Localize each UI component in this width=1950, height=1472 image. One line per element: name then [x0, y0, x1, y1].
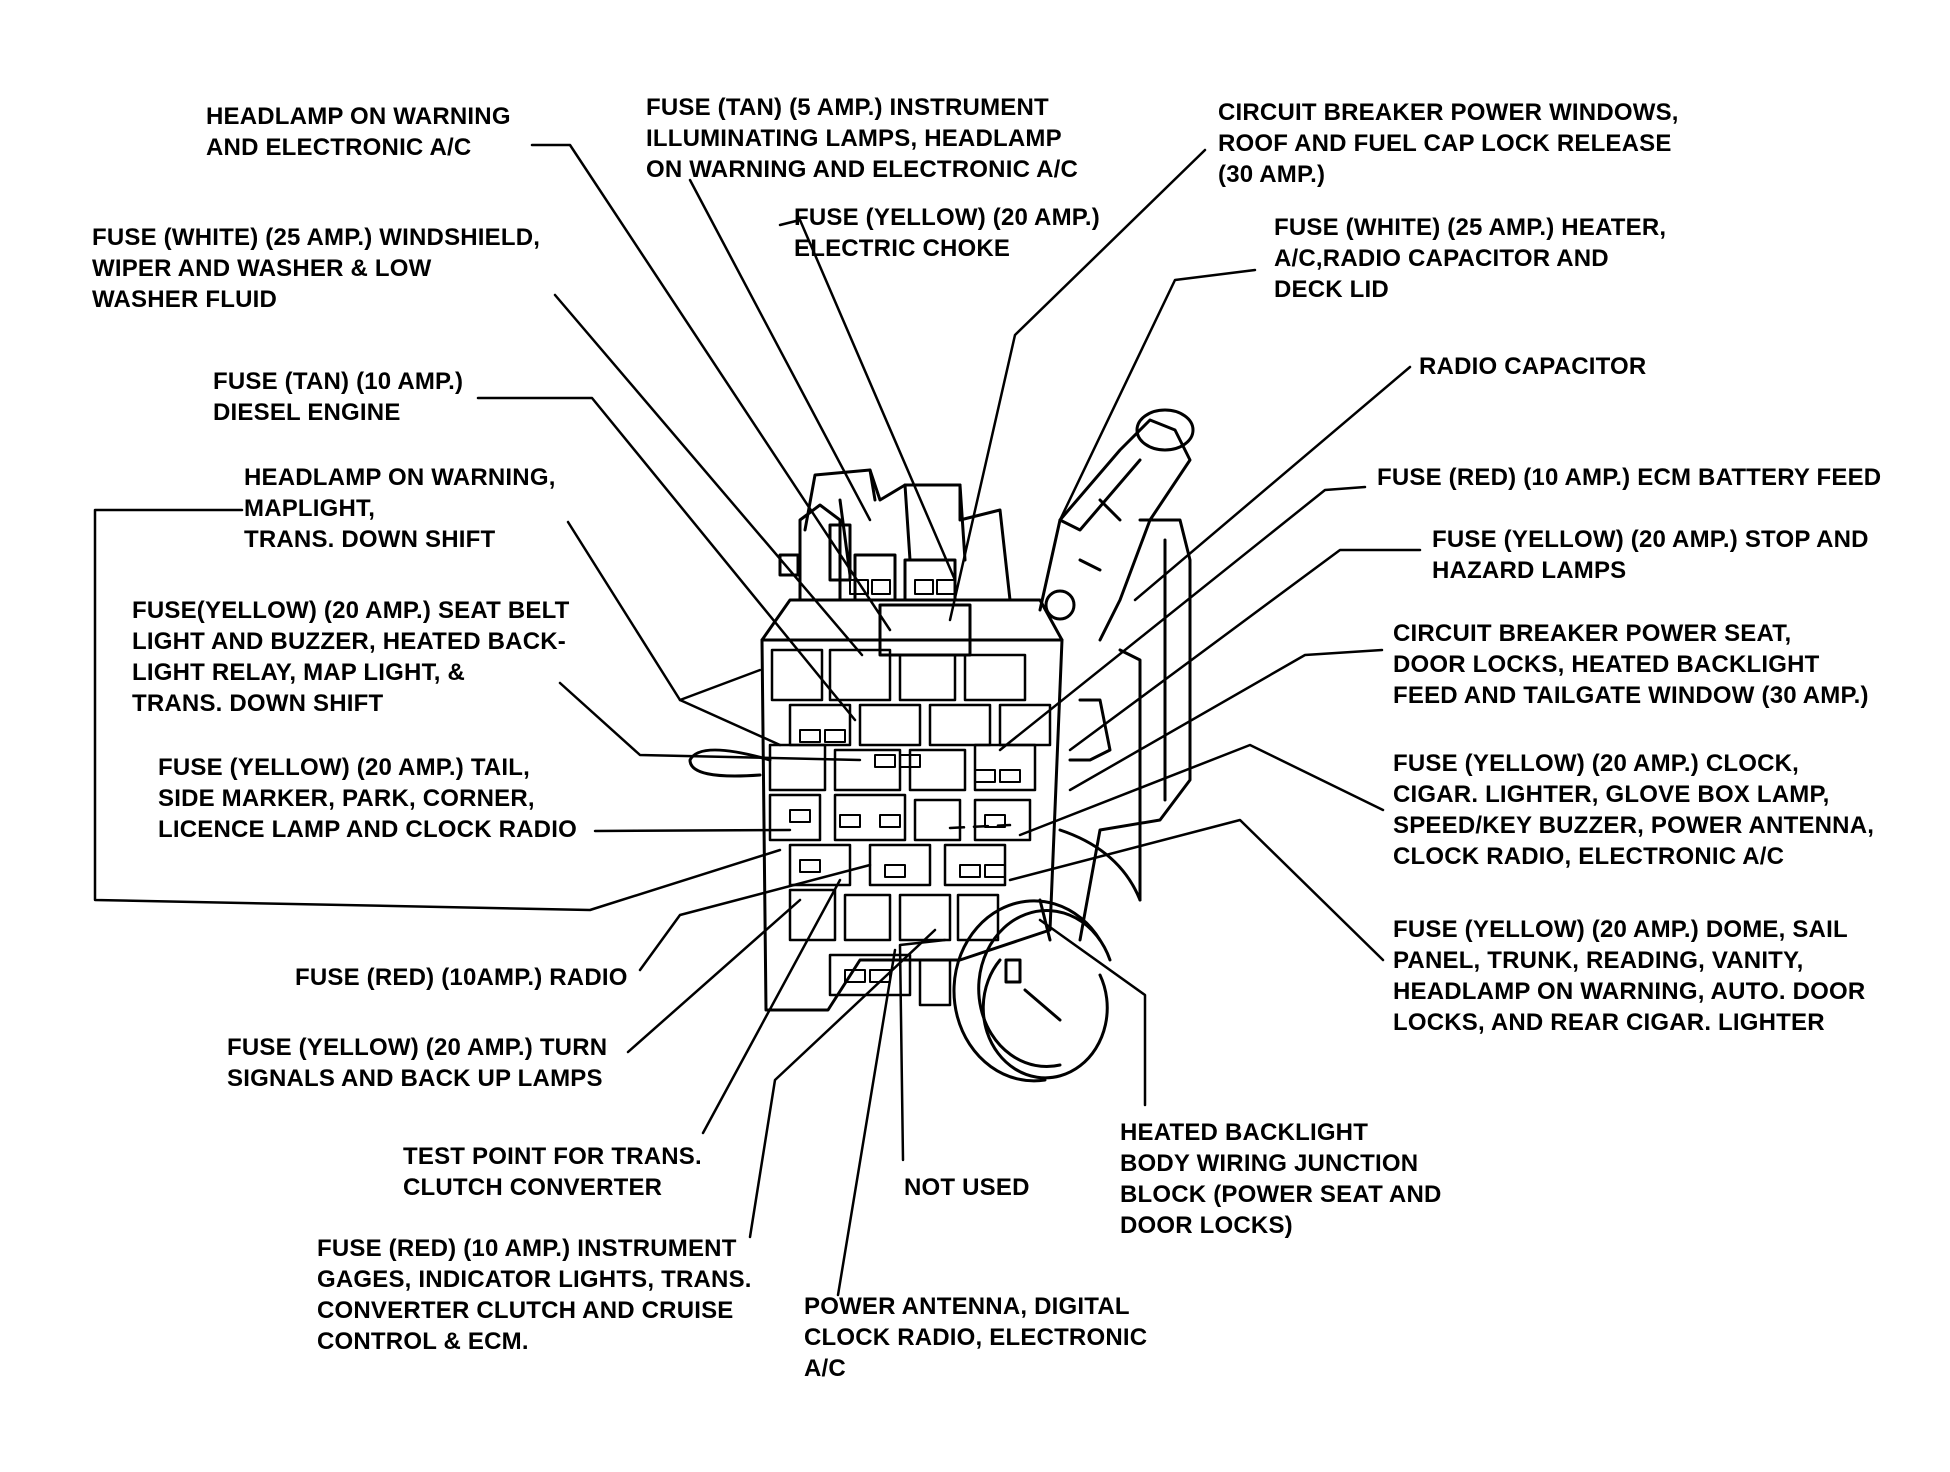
- leader-fuse-red-radio: [638, 863, 872, 972]
- leader-fuse-red-ecm: [998, 485, 1367, 752]
- label-fuse-tan-diesel: FUSE (TAN) (10 AMP.) DIESEL ENGINE: [213, 368, 464, 426]
- label-fuse-yellow-seatbelt: FUSE(YELLOW) (20 AMP.) SEAT BELT LIGHT A…: [132, 597, 570, 717]
- label-headlamp-maplight: HEADLAMP ON WARNING, MAPLIGHT, TRANS. DO…: [244, 464, 556, 553]
- leader-fuse-yellow-clock: [1018, 743, 1385, 837]
- label-power-antenna: POWER ANTENNA, DIGITAL CLOCK RADIO, ELEC…: [804, 1293, 1148, 1382]
- label-fuse-yellow-tail: FUSE (YELLOW) (20 AMP.) TAIL, SIDE MARKE…: [158, 754, 577, 843]
- leader-fuse-red-instrument: [748, 928, 937, 1239]
- leader-radio-capacitor: [1133, 365, 1412, 602]
- leader-lines: [93, 143, 1422, 1297]
- leader-headlamp-warning-ac: [530, 143, 892, 632]
- leader-test-point: [701, 878, 842, 1135]
- leader-cb-power-seat: [1068, 648, 1384, 792]
- label-headlamp-warning-ac: HEADLAMP ON WARNING AND ELECTRONIC A/C: [206, 103, 511, 161]
- leader-headlamp-maplight-left: [93, 508, 782, 912]
- leader-fuse-yellow-tail: [593, 828, 792, 833]
- leader-headlamp-maplight-up: [678, 668, 762, 702]
- leader-heated-backlight: [1038, 918, 1147, 1107]
- fuse-blades: [789, 579, 1021, 983]
- label-fuse-red-radio: FUSE (RED) (10AMP.) RADIO: [295, 964, 628, 991]
- label-fuse-white-wiper: FUSE (WHITE) (25 AMP.) WINDSHIELD, WIPER…: [92, 224, 541, 313]
- leader-fuse-white-wiper: [553, 293, 864, 657]
- mounting-bracket: [1078, 518, 1192, 942]
- leader-headlamp-maplight: [566, 520, 782, 747]
- label-fuse-yellow-dome: FUSE (YELLOW) (20 AMP.) DOME, SAIL PANEL…: [1393, 916, 1866, 1036]
- leader-power-antenna: [836, 948, 897, 1297]
- leader-fuse-yellow-stop: [1068, 548, 1422, 752]
- label-fuse-yellow-stop: FUSE (YELLOW) (20 AMP.) STOP AND HAZARD …: [1432, 526, 1869, 584]
- label-heated-backlight: HEATED BACKLIGHT BODY WIRING JUNCTION BL…: [1120, 1119, 1442, 1239]
- leader-cb-power-windows: [948, 148, 1207, 622]
- label-fuse-red-instrument: FUSE (RED) (10 AMP.) INSTRUMENT GAGES, I…: [317, 1235, 752, 1355]
- fuse-block: [688, 408, 1195, 1083]
- relay-tube: [1038, 418, 1192, 642]
- label-fuse-red-ecm: FUSE (RED) (10 AMP.) ECM BATTERY FEED: [1377, 464, 1882, 491]
- fuse-cavities: [768, 648, 1052, 1007]
- leader-fuse-yellow-seatbelt: [558, 681, 862, 762]
- leader-fuse-yellow-choke: [778, 218, 957, 582]
- label-fuse-yellow-choke: FUSE (YELLOW) (20 AMP.) ELECTRIC CHOKE: [794, 204, 1100, 262]
- leader-not-used: [898, 938, 947, 1162]
- leader-fuse-tan-diesel: [476, 396, 857, 722]
- harness-connector: [952, 899, 1112, 1083]
- label-cb-power-seat: CIRCUIT BREAKER POWER SEAT, DOOR LOCKS, …: [1393, 620, 1869, 709]
- leader-fuse-tan-5: [688, 178, 872, 522]
- label-not-used: NOT USED: [904, 1174, 1030, 1201]
- leader-fuse-yellow-turn: [626, 898, 802, 1054]
- label-fuse-yellow-turn: FUSE (YELLOW) (20 AMP.) TURN SIGNALS AND…: [227, 1034, 608, 1092]
- label-fuse-yellow-clock: FUSE (YELLOW) (20 AMP.) CLOCK, CIGAR. LI…: [1393, 750, 1875, 870]
- wire-loop: [688, 748, 772, 778]
- leader-fuse-white-heater: [1058, 268, 1257, 522]
- label-fuse-white-heater: FUSE (WHITE) (25 AMP.) HEATER, A/C,RADIO…: [1274, 214, 1667, 303]
- label-radio-capacitor: RADIO CAPACITOR: [1419, 353, 1647, 380]
- label-cb-power-windows: CIRCUIT BREAKER POWER WINDOWS, ROOF AND …: [1218, 99, 1679, 188]
- label-fuse-tan-5: FUSE (TAN) (5 AMP.) INSTRUMENT ILLUMINAT…: [646, 94, 1079, 183]
- label-test-point: TEST POINT FOR TRANS. CLUTCH CONVERTER: [403, 1143, 702, 1201]
- leader-fuse-yellow-dome: [1008, 818, 1385, 962]
